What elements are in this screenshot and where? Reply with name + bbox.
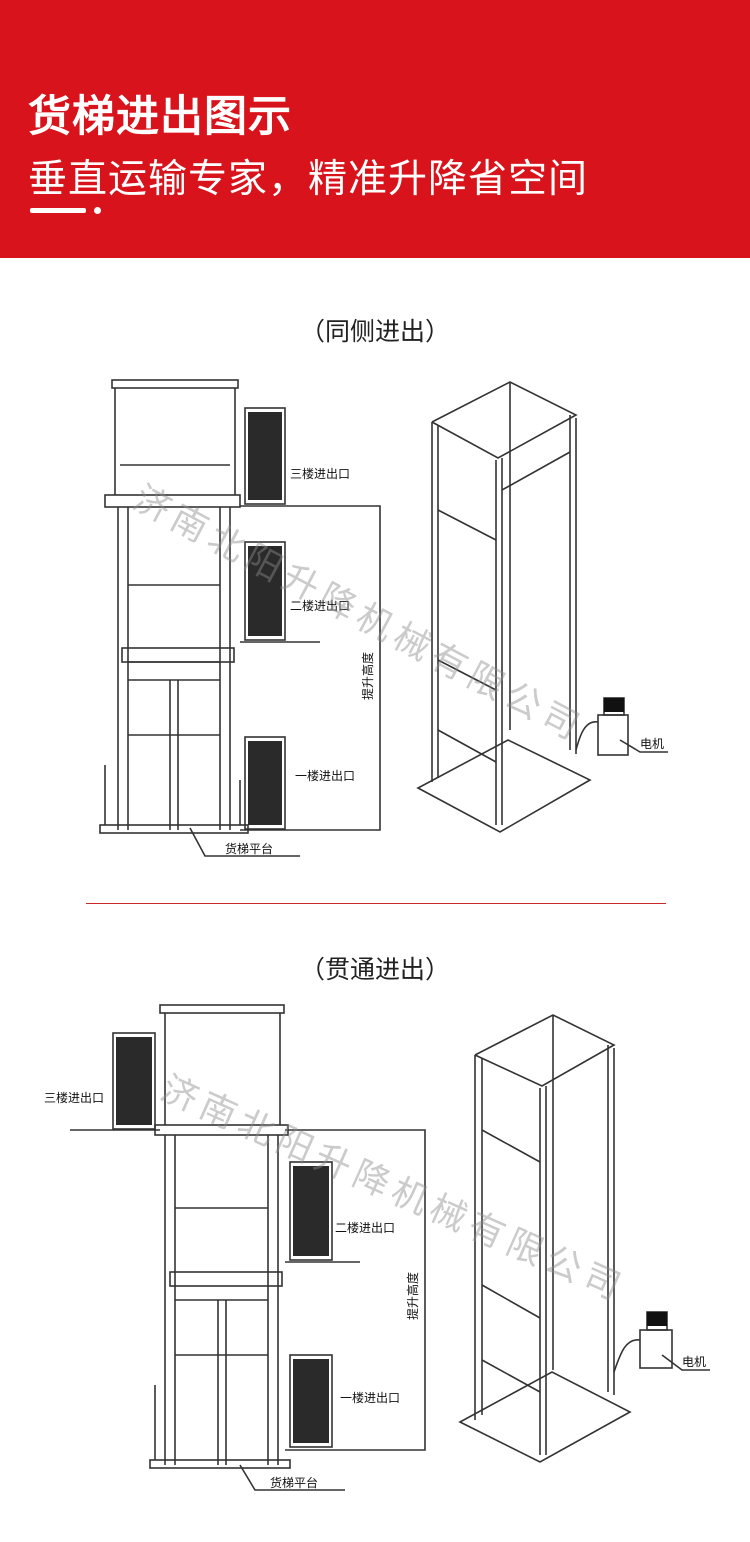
s1-label-motor: 电机 [640,737,664,751]
s2-label-floor1: 一楼进出口 [340,1390,400,1405]
header-banner: 货梯进出图示 垂直运输专家，精准升降省空间 [0,0,750,258]
s2-label-lift-height: 提升高度 [405,1272,420,1320]
section-divider [86,903,666,904]
s1-label-lift-height: 提升高度 [360,652,375,700]
s2-label-floor2: 二楼进出口 [335,1220,395,1235]
s1-label-floor2: 二楼进出口 [290,598,350,613]
s1-label-floor1: 一楼进出口 [295,768,355,783]
banner-title: 货梯进出图示 [28,92,292,142]
s2-label-floor3: 三楼进出口 [44,1090,104,1105]
banner-decor-dot [94,207,101,214]
s1-label-platform: 货梯平台 [225,841,273,856]
diagram-same-side: 三楼进出口 二楼进出口 一楼进出口 货梯平台 电机 提升高度 [99,379,668,857]
banner-subtitle: 垂直运输专家，精准升降省空间 [28,157,589,202]
section1-title: （同侧进出） [299,317,450,346]
section2-title: （贯通进出） [299,955,450,984]
s2-label-motor: 电机 [682,1355,706,1369]
banner-decor-line [30,208,86,213]
s2-label-platform: 货梯平台 [270,1475,318,1490]
s1-label-floor3: 三楼进出口 [290,466,350,481]
diagram-through: 三楼进出口 二楼进出口 一楼进出口 货梯平台 电机 提升高度 [44,1004,710,1491]
